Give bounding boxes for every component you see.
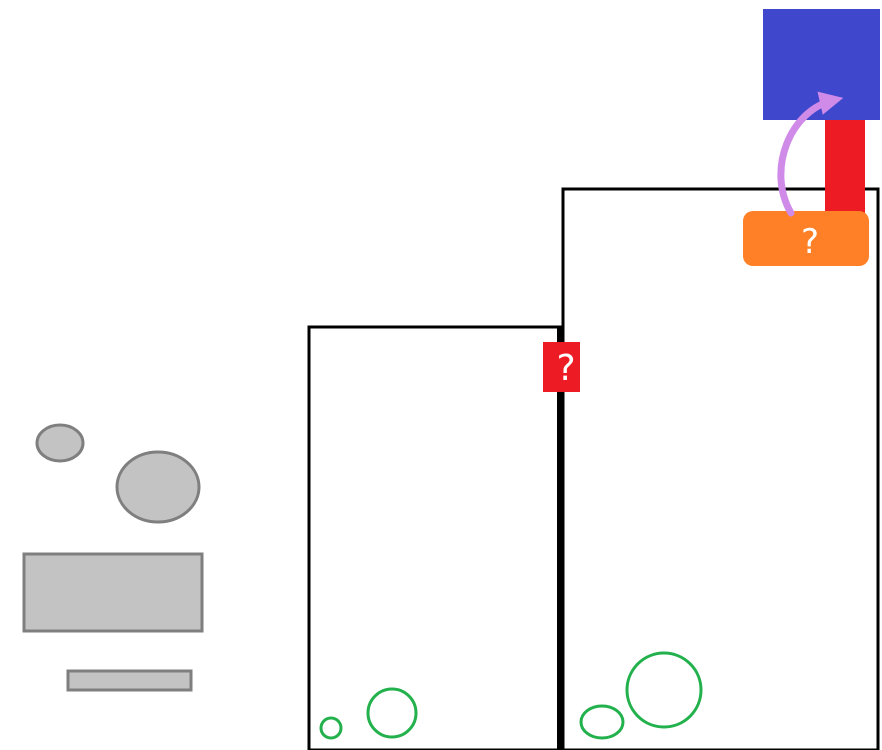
red-marker-box — [543, 342, 580, 392]
gray-thin-rectangle — [66, 669, 193, 692]
gray-large-rectangle — [22, 552, 204, 633]
green-bubble — [625, 651, 703, 729]
gray-small-oval — [35, 423, 85, 463]
orange-marker-box — [743, 211, 869, 266]
left-container — [307, 325, 562, 750]
green-bubble — [366, 687, 418, 739]
orange-question-marker[interactable]: ? — [743, 211, 869, 266]
red-question-marker[interactable]: ? — [543, 342, 580, 392]
orange-marker-label: ? — [801, 222, 819, 262]
red-post — [825, 120, 865, 216]
green-bubble — [579, 704, 625, 740]
red-marker-label: ? — [556, 348, 575, 389]
curved-arrow — [777, 91, 844, 217]
right-container — [561, 187, 880, 750]
gray-large-oval — [115, 450, 201, 524]
green-bubble — [319, 716, 343, 740]
container-divider-wall — [557, 327, 564, 750]
